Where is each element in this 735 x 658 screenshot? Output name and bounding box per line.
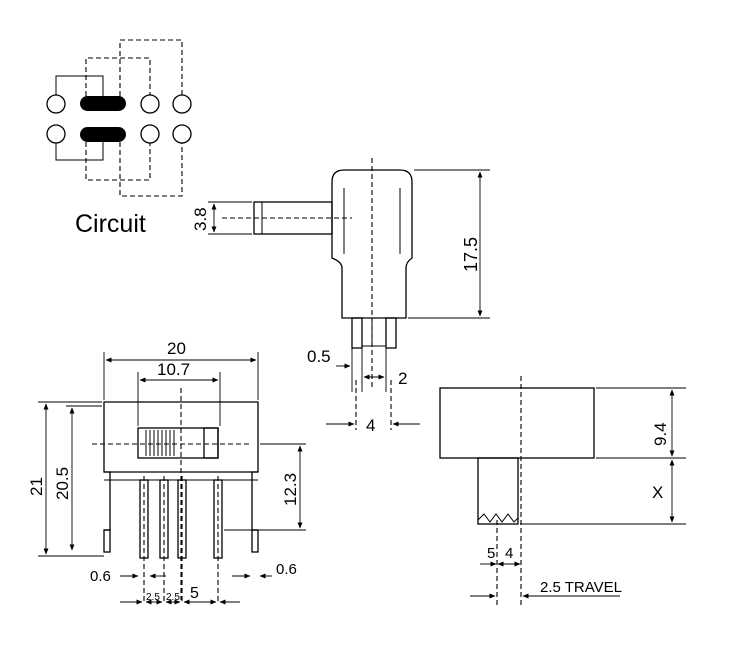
front-view: 20 10.7 21 20.5 12.3 0.6 0.6 2.5 [27, 339, 306, 605]
side-height-label: 17.5 [461, 237, 481, 272]
side-view: 3.8 17.5 0.5 2 4 [191, 158, 490, 435]
actuator-view: 9.4 X 5 4 2.5 TRAVEL [439, 376, 686, 606]
circuit-diagram: Circuit [46, 39, 192, 238]
pin-pitch-label: 4 [366, 416, 375, 435]
var-height-label: X [652, 483, 663, 502]
actuator-height-label-2: 9.4 [651, 422, 670, 446]
width-label: 20 [167, 339, 186, 358]
dim-a-label: 5 [487, 545, 495, 562]
pin-span-label: 5 [190, 585, 199, 602]
pin-pitch-1-label: 2.5 [146, 592, 160, 603]
pin-width-label: 0.5 [307, 347, 331, 366]
pin-width-right-label: 0.6 [276, 561, 297, 578]
total-height-label: 21 [27, 477, 46, 496]
pin-length-label: 12.3 [281, 473, 300, 506]
circuit-label: Circuit [75, 210, 146, 238]
dim-b-label: 4 [505, 545, 513, 562]
body-height-label: 20.5 [53, 467, 72, 500]
pin-pitch-2-label: 2.5 [166, 592, 180, 603]
inner-width-label: 10.7 [157, 360, 190, 379]
actuator-height-label: 3.8 [191, 207, 210, 231]
travel-label: 2.5 TRAVEL [540, 579, 622, 596]
pin-width-left-label: 0.6 [90, 568, 111, 585]
pin-gap-label: 2 [398, 369, 407, 388]
